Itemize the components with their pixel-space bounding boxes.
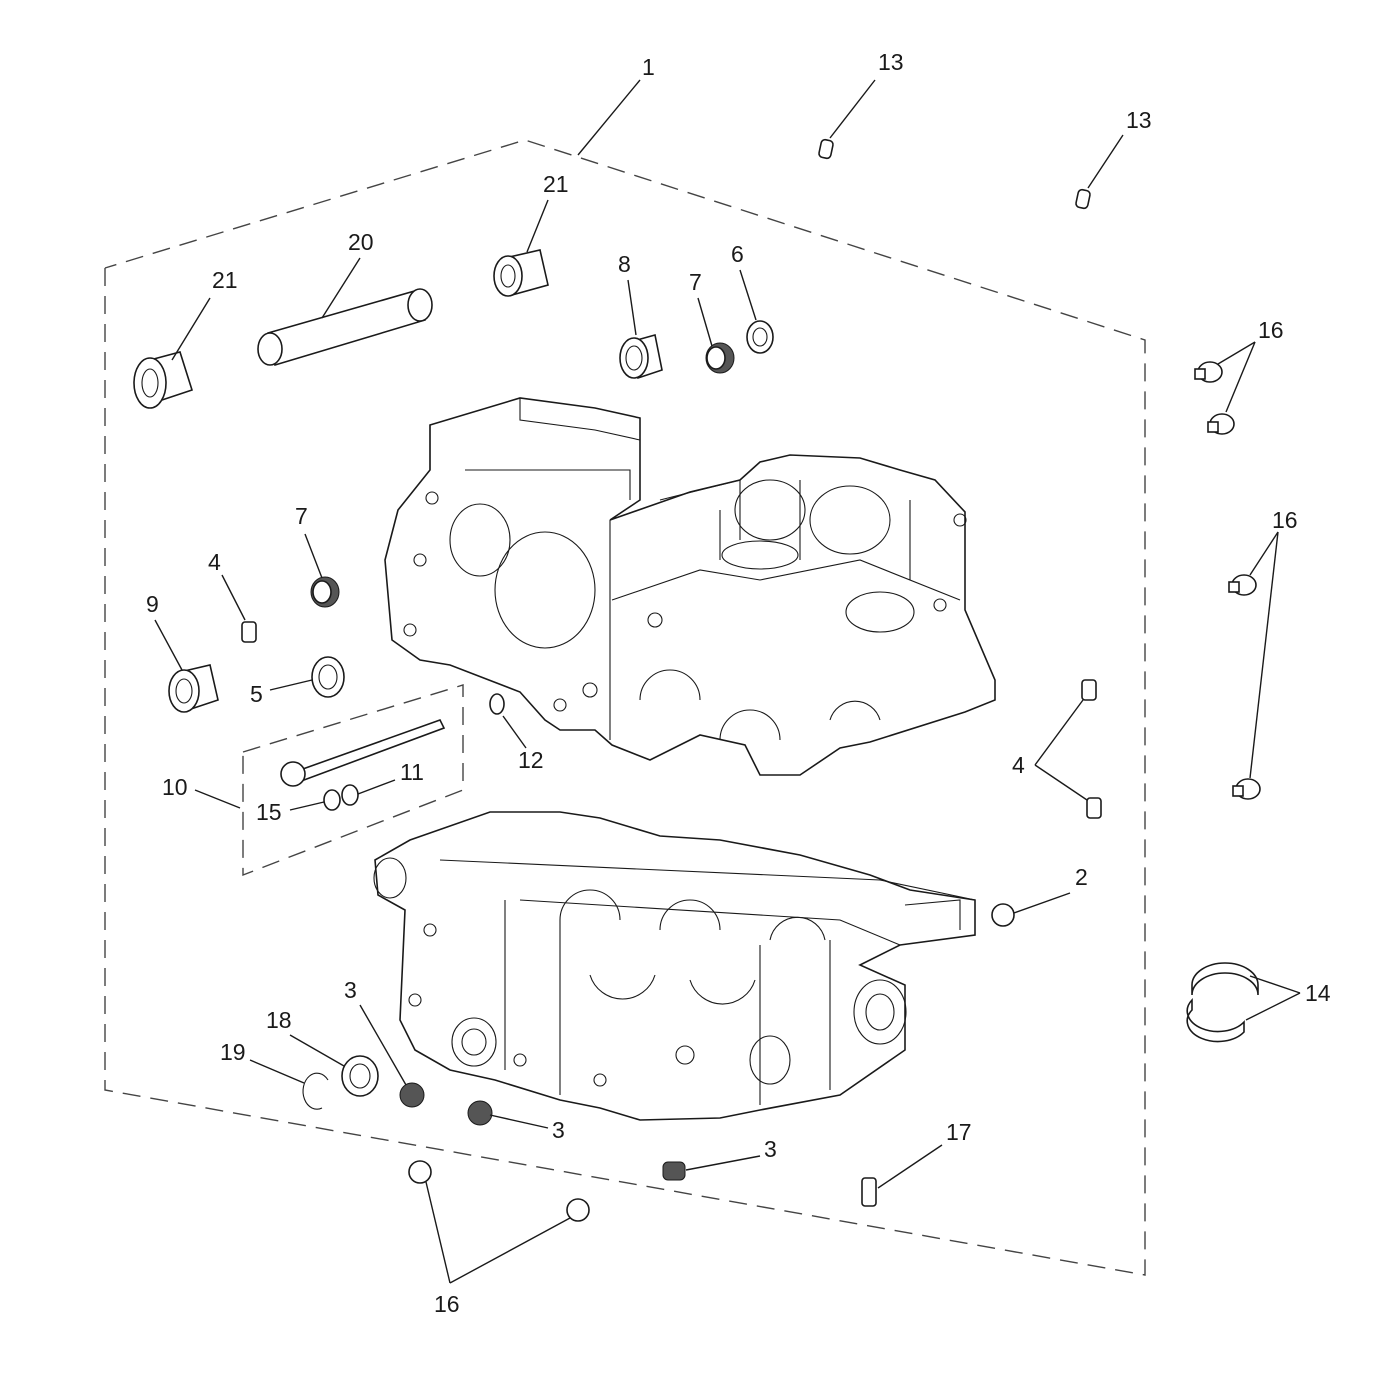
- callout-1: 1: [642, 54, 655, 80]
- callout-3-a: 3: [344, 977, 357, 1003]
- plug-3-c: [662, 1161, 686, 1181]
- callout-12: 12: [518, 747, 544, 773]
- thrust-washer-14: [1186, 962, 1259, 1043]
- callout-8: 8: [618, 251, 631, 277]
- needle-bearing-7-left: [310, 576, 340, 608]
- needle-bearing-7-top: [705, 342, 735, 374]
- upper-crankcase: [384, 397, 996, 776]
- callout-16-b: 16: [1272, 507, 1298, 533]
- callout-20: 20: [348, 229, 374, 255]
- flanged-bush-left: [133, 351, 193, 409]
- dowel-4-left: [241, 621, 257, 643]
- callout-19: 19: [220, 1039, 246, 1065]
- washer-15: [323, 789, 341, 811]
- callout-6: 6: [731, 241, 744, 267]
- dowel-13-b: [1075, 188, 1091, 210]
- seal-18: [341, 1055, 379, 1097]
- o-ring-12: [489, 693, 505, 715]
- bolt-10: [280, 719, 446, 787]
- callout-17: 17: [946, 1119, 972, 1145]
- callout-labels: 1 13 13 21 20 21 8 7 6 16 16 7 4 9 5 12 …: [146, 49, 1331, 1317]
- callout-7-top: 7: [689, 269, 702, 295]
- lower-crankcase: [373, 811, 976, 1121]
- dowel-4-right-b: [1086, 797, 1102, 819]
- callout-11: 11: [400, 759, 424, 785]
- callout-10: 10: [162, 774, 188, 800]
- swingarm-spindle-tube: [257, 288, 433, 367]
- callout-4-right: 4: [1012, 752, 1025, 778]
- crankcase-kit-boundary: [104, 139, 1146, 1276]
- leader-lines: [154, 79, 1301, 1284]
- callout-21-left: 21: [212, 267, 238, 293]
- plug-2: [991, 903, 1015, 927]
- dowel-17: [861, 1177, 877, 1207]
- circlip-19: [302, 1072, 329, 1110]
- plug-3-b: [467, 1100, 493, 1126]
- flanged-bush-right: [493, 249, 549, 297]
- washer-5: [311, 656, 345, 698]
- callout-7-left: 7: [295, 503, 308, 529]
- callout-9: 9: [146, 591, 159, 617]
- callout-3-b: 3: [552, 1117, 565, 1143]
- dowel-4-right-a: [1081, 679, 1097, 701]
- callout-4-left: 4: [208, 549, 221, 575]
- plug-3-a: [399, 1082, 425, 1108]
- callout-13-b: 13: [1126, 107, 1152, 133]
- plug-16-d: [1232, 778, 1261, 800]
- plug-16-b: [1207, 413, 1235, 435]
- washer-11: [341, 784, 359, 806]
- bearing-8: [619, 333, 663, 380]
- callout-3-c: 3: [764, 1136, 777, 1162]
- callout-16-a: 16: [1258, 317, 1284, 343]
- callout-13-a: 13: [878, 49, 904, 75]
- plug-16-f: [566, 1198, 590, 1222]
- callout-14: 14: [1305, 980, 1331, 1006]
- callout-2: 2: [1075, 864, 1088, 890]
- callout-21-right: 21: [543, 171, 569, 197]
- callout-15: 15: [256, 799, 282, 825]
- dowel-13-a: [818, 138, 834, 160]
- seal-6: [746, 320, 774, 354]
- callout-5: 5: [250, 681, 263, 707]
- plug-16-a: [1194, 361, 1223, 383]
- callout-18: 18: [266, 1007, 292, 1033]
- plug-16-c: [1228, 574, 1257, 596]
- bearing-9: [168, 664, 219, 713]
- plug-16-e: [408, 1160, 432, 1184]
- callout-16-c: 16: [434, 1291, 460, 1317]
- bolt-kit-boundary: [242, 684, 464, 877]
